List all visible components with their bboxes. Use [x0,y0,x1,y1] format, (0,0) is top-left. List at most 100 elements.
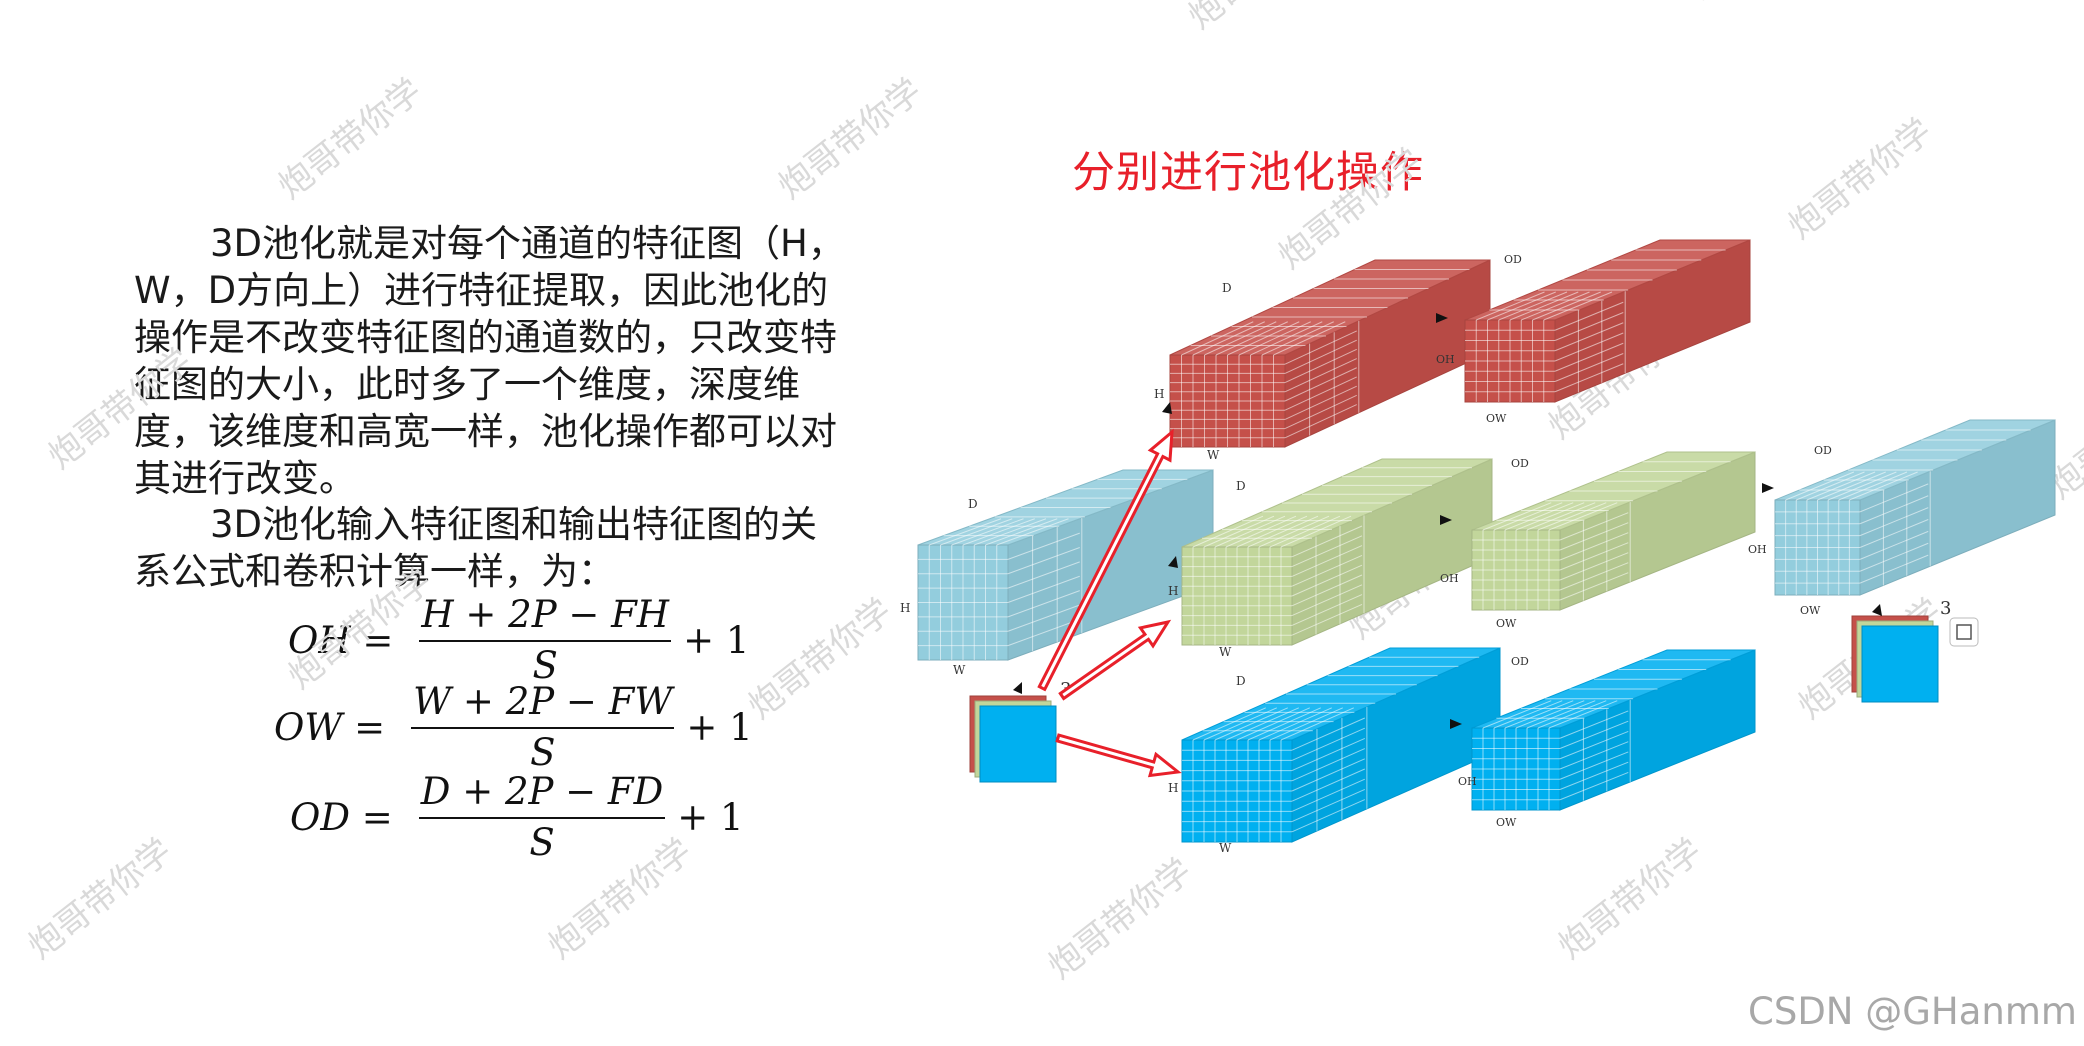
grid-line [1796,471,1865,501]
grid-line [1291,799,1366,833]
red-output-label-oh: OH [1436,353,1455,366]
diagram-title: 分别进行池化操作 [1072,148,1424,198]
grid-line [1192,515,1264,548]
grid-line [1280,707,1355,741]
pointer-mark [1872,604,1882,616]
grid-line [1859,554,1929,584]
grid-line [1554,312,1624,341]
grid-line [1526,502,1596,531]
grid-line [1554,363,1624,393]
formula-od-fraction: D + 2P − FD S [418,770,666,864]
grid-line [1284,348,1357,384]
grid-line [1215,321,1288,356]
grid-line [1261,321,1334,356]
watermark-text: 炮哥带你学 [1781,111,1940,247]
pointer-mark [1436,313,1448,323]
grid-line [1559,562,1629,591]
formula-od-tail: + 1 [677,795,744,839]
grid-line [1859,530,1929,560]
grid-line [1007,561,1080,589]
grid-line [1284,367,1357,402]
grid-line [1227,321,1300,356]
channel-count-label: 3 [1940,598,1951,619]
grid-line [1509,291,1579,321]
grid-line [1559,710,1629,739]
grid-line [1291,717,1366,751]
grid-line [1247,707,1322,741]
grid-line [962,518,1035,546]
grid-line [1291,535,1363,568]
grid-line [1537,502,1607,531]
blue-label-d: D [1236,674,1246,688]
grid-line [1258,707,1333,741]
grid-line [1284,330,1357,365]
description-paragraph-2: 3D池化输入特征图和输出特征图的关系公式和卷积计算一样，为： [134,503,818,593]
grid-line [1284,376,1357,411]
red-output-label-od: OD [1504,253,1522,266]
grid-line [1291,748,1366,782]
grid-line [1554,301,1624,331]
grid-line [1548,502,1618,531]
formula-oh-lhs: OH = [288,618,394,662]
grid-line [1554,353,1624,382]
green-label-h: H [1168,584,1178,598]
combined-output-label-ow: OW [1800,604,1821,617]
grid-line [929,518,1002,546]
grid-line [1515,502,1585,531]
grid-line [1007,618,1080,647]
channel-green-output-cube [1471,451,1756,611]
description-paragraph-1: 3D池化就是对每个通道的特征图（H，W，D方向上）进行特征提取，因此池化的操作是… [134,222,845,500]
grid-line [1225,515,1297,548]
grid-line [1498,291,1568,321]
combined-output-label-od: OD [1814,444,1832,457]
channel-blue-input-cube [1181,647,1501,843]
grid-line [1258,515,1330,548]
expand-icon [1949,617,1979,647]
channel-blue-output-cube [1471,649,1756,811]
formula-ow-numerator: W + 2P − FW [411,680,675,729]
output-channel-stack: 3 [1851,598,1951,703]
grid-line [1504,502,1574,531]
watermark-text: 炮哥带你学 [1681,0,1840,7]
grid-line [1559,572,1629,601]
watermark-text: 炮哥带你学 [741,591,900,727]
grid-line [1291,574,1363,607]
grid-line [1007,575,1080,603]
grid-line [1204,321,1277,356]
grid-line [1521,291,1590,321]
grid-line [1537,700,1607,729]
grid-line [1284,358,1357,393]
input-label-w: W [953,663,966,677]
grid-line [1817,471,1886,501]
grid-line [1291,603,1363,636]
grid-line [1007,604,1080,632]
grid-line [1554,322,1624,352]
watermark-text: 炮哥带你学 [1551,831,1710,967]
input-label-d: D [968,497,978,511]
input-label-h: H [900,601,910,615]
grid-line [1504,700,1574,729]
blue-label-h: H [1168,781,1178,795]
grid-line [1181,321,1254,356]
grid-line [1554,332,1624,362]
green-label-d: D [1236,479,1246,493]
channel-red-input-cube [1169,259,1491,448]
formula-ow-tail: + 1 [686,705,753,749]
formula-ow: OW = W + 2P − FW S + 1 [274,680,753,774]
grid-line [1559,522,1629,551]
grid-line [1247,515,1319,548]
grid-line [1007,547,1080,575]
grid-line [1559,552,1629,581]
formula-od: OD = D + 2P − FD S + 1 [290,770,744,864]
grid-line [1273,321,1346,356]
combined-output-cube [1774,419,2056,596]
grid-line [1284,385,1357,420]
grid-line [1291,778,1366,812]
blue-output-label-od: OD [1511,655,1529,668]
arrow-layer [1037,428,1182,778]
pointer-mark [1450,719,1462,729]
grid-line [1291,594,1363,626]
grid-line [1482,700,1552,729]
formula-oh-numerator: H + 2P − FH [419,593,672,642]
grid-line [1482,502,1552,531]
